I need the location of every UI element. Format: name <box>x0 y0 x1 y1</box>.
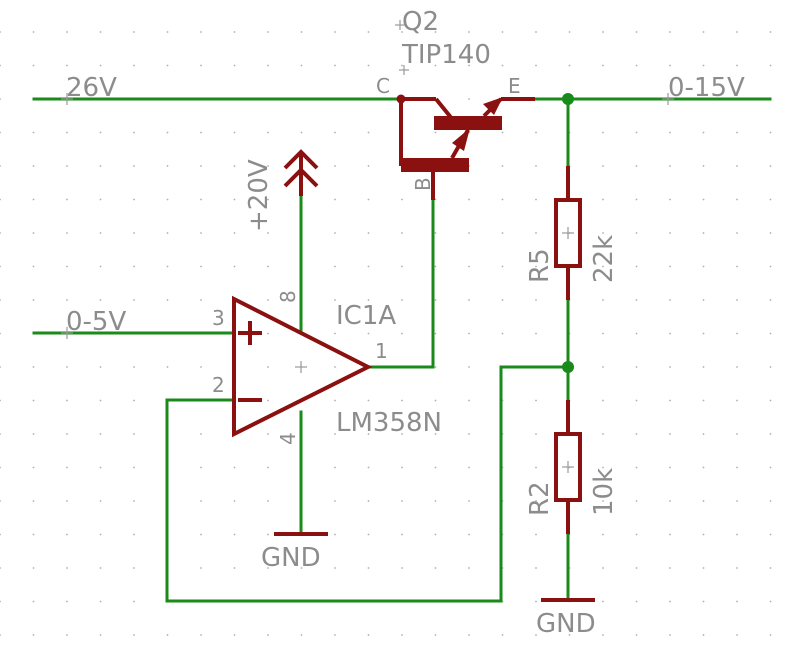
net-label-output: 0-15V <box>668 73 745 103</box>
opamp-pin-2: 2 <box>212 373 225 397</box>
transistor-name: Q2 <box>402 7 439 37</box>
net-label-26v: 26V <box>66 73 117 103</box>
ground-symbol-divider: GND <box>536 598 596 639</box>
opamp-name: IC1A <box>336 301 396 331</box>
ground-symbol-opamp: GND <box>261 532 328 573</box>
supply-20v-label: +20V <box>244 159 274 232</box>
base-label: B <box>411 177 435 191</box>
opamp-ic1a: IC1A LM358N 3 2 1 8 4 <box>212 290 442 445</box>
resistor-r2-value: 10k <box>589 468 619 516</box>
emitter-label: E <box>508 74 521 98</box>
supply-20v-symbol: +20V <box>244 149 319 232</box>
wires <box>32 93 772 603</box>
opamp-pin-3: 3 <box>212 306 225 330</box>
transistor-q2: Q2 TIP140 C E B <box>376 7 535 200</box>
opamp-pin-8: 8 <box>276 290 300 303</box>
resistor-r2: R2 10k <box>525 400 619 534</box>
resistor-r2-name: R2 <box>525 481 555 516</box>
net-labels: 26V 0-15V 0-5V <box>61 73 745 339</box>
ground-label-divider: GND <box>536 609 596 639</box>
resistor-r5-value: 22k <box>589 235 619 283</box>
junction-output <box>562 93 574 105</box>
wire-feedback <box>165 365 570 603</box>
resistor-r5: R5 22k <box>525 166 619 300</box>
opamp-pin-4: 4 <box>276 432 300 445</box>
collector-label: C <box>376 74 390 98</box>
junction-divider <box>562 361 574 373</box>
ground-label-opamp: GND <box>261 543 321 573</box>
transistor-value: TIP140 <box>401 40 491 70</box>
collector-node <box>396 94 406 104</box>
wire-base-drive <box>369 198 435 369</box>
net-label-control: 0-5V <box>66 307 126 337</box>
resistor-r5-name: R5 <box>525 248 555 283</box>
opamp-value: LM358N <box>336 408 442 438</box>
opamp-pin-1: 1 <box>375 339 388 363</box>
